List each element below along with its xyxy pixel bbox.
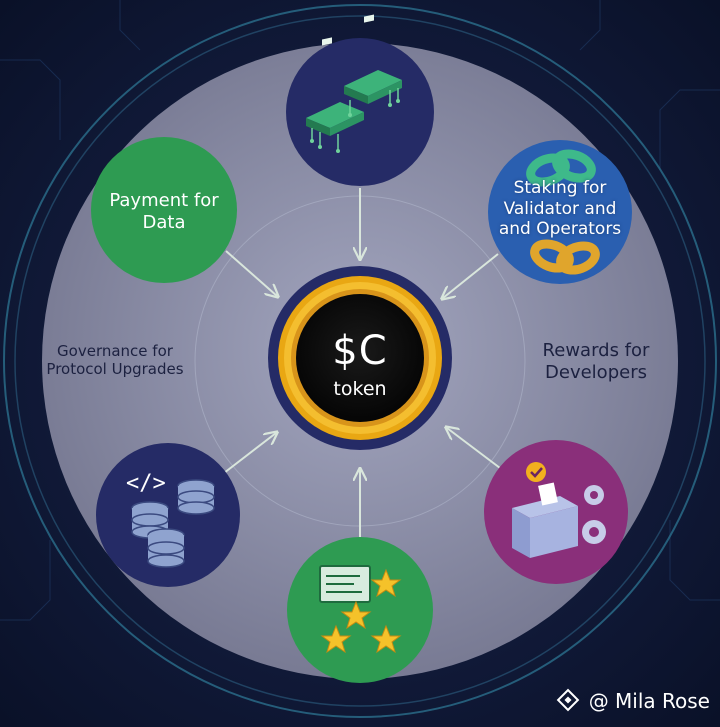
governance-label: Governance for Protocol Upgrades xyxy=(46,342,184,379)
outer-ring-2 xyxy=(14,15,706,707)
document-stars-icon xyxy=(319,565,402,654)
node-payment xyxy=(91,137,237,283)
binance-logo-icon xyxy=(556,688,580,712)
chain-links-icon xyxy=(526,149,600,275)
node-bottom-right xyxy=(484,440,628,584)
arrow-top-right xyxy=(443,253,499,298)
arrow-bottom-left xyxy=(223,433,276,474)
circuit-pattern xyxy=(0,0,720,621)
outer-ring xyxy=(3,4,717,718)
rewards-label: Rewards for Developers xyxy=(542,340,650,383)
node-staking xyxy=(488,140,632,284)
arrow-top-left xyxy=(225,250,277,296)
server-boards-icon xyxy=(306,14,402,153)
database-code-icon: </> xyxy=(126,471,215,568)
node-bottom xyxy=(287,537,433,683)
token-symbol: $C xyxy=(332,328,388,374)
payment-label: Payment for Data xyxy=(109,190,219,233)
token-coin xyxy=(268,266,452,450)
svg-text:</>: </> xyxy=(126,471,166,496)
arrow-bottom-right xyxy=(447,428,501,469)
token-label: token xyxy=(333,378,387,400)
staking-label: Staking for Validator and and Operators xyxy=(498,178,622,240)
arrows xyxy=(223,188,501,545)
ballot-box-gears-icon xyxy=(512,462,606,558)
node-top xyxy=(286,14,434,186)
watermark: @ Mila Rose xyxy=(567,689,710,713)
node-bottom-left: </> xyxy=(96,443,240,587)
watermark-text: @ Mila Rose xyxy=(588,689,710,713)
